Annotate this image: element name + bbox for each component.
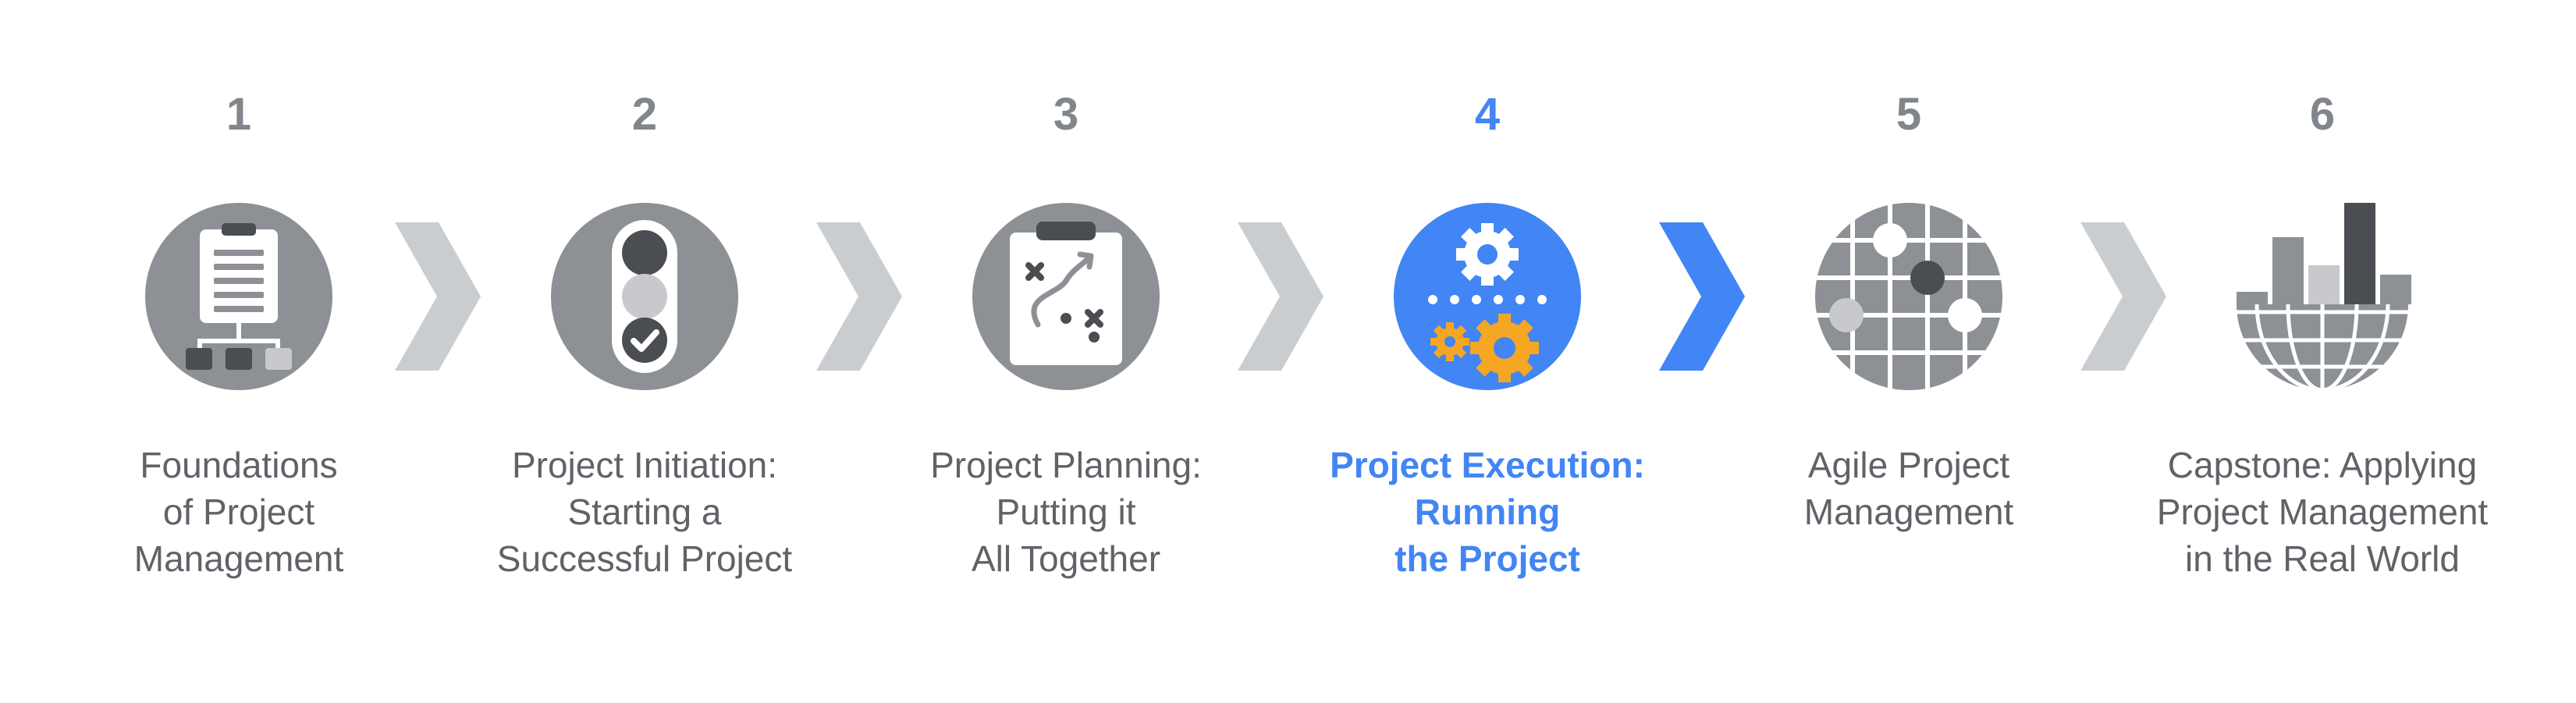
step-4: 4 bbox=[1284, 0, 1690, 703]
step-number: 3 bbox=[1053, 89, 1079, 140]
step-label: Project Initiation: Starting a Successfu… bbox=[496, 445, 793, 579]
step-number: 1 bbox=[226, 89, 252, 140]
chevron-right-icon bbox=[1238, 222, 1324, 371]
step-label: Project Planning: Putting it All Togethe… bbox=[930, 445, 1202, 579]
step-number: 4 bbox=[1474, 89, 1501, 140]
step-number: 2 bbox=[631, 89, 658, 140]
org-chart-clipboard-icon bbox=[145, 203, 332, 390]
step-label: Project Execution: Running the Project bbox=[1330, 445, 1645, 579]
traffic-light-icon bbox=[551, 203, 738, 390]
step-label: Capstone: Applying Project Management in… bbox=[2156, 445, 2489, 579]
grid-globe-icon bbox=[1815, 203, 2002, 390]
step-1: 1 Foundations of Project bbox=[36, 0, 442, 703]
chevron-right-icon bbox=[816, 222, 902, 371]
step-number: 5 bbox=[1896, 89, 1922, 140]
step-number: 6 bbox=[2309, 89, 2336, 140]
chevron-right-icon bbox=[2080, 222, 2166, 371]
bar-chart-globe-icon bbox=[2229, 203, 2416, 390]
step-label: Foundations of Project Management bbox=[133, 445, 344, 579]
gears-icon bbox=[1394, 203, 1581, 390]
chevron-right-icon bbox=[395, 222, 481, 371]
step-6: 6 bbox=[2119, 0, 2525, 703]
step-label: Agile Project Management bbox=[1803, 445, 2014, 532]
strategy-clipboard-icon bbox=[972, 203, 1160, 390]
chevron-right-icon bbox=[1659, 222, 1745, 371]
step-2: 2 Project Initiation: Starting a Success… bbox=[442, 0, 847, 703]
step-3: 3 Project Planning: Putting it All Toget… bbox=[863, 0, 1269, 703]
step-5: 5 bbox=[1706, 0, 2112, 703]
